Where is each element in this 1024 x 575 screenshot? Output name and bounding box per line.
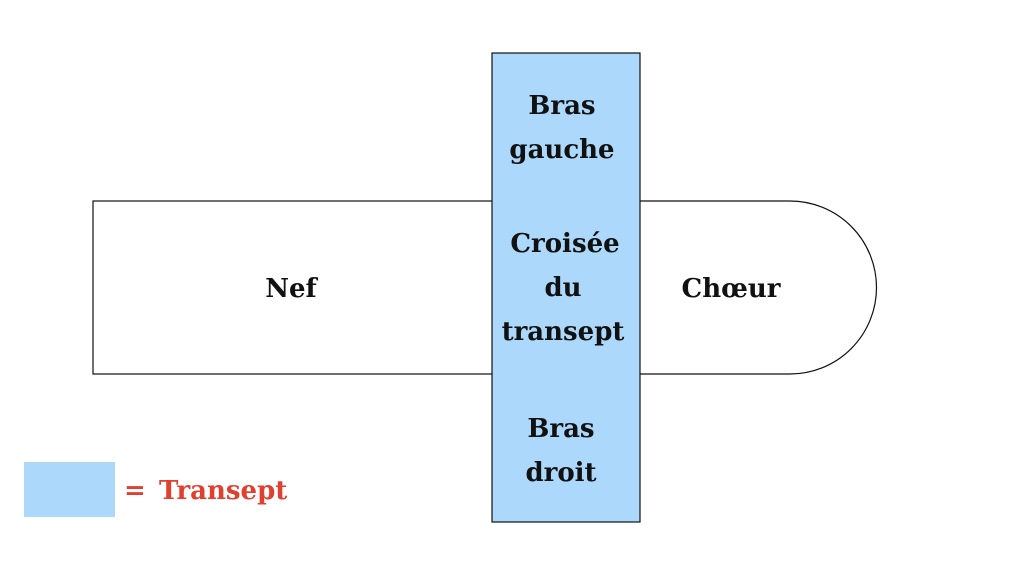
bras-droit-label-line1: Bras	[527, 414, 594, 444]
bras-gauche-label-line1: Bras	[528, 91, 595, 121]
bras-droit-label-line2: droit	[525, 458, 596, 488]
croisee-label-line3: transept	[502, 317, 625, 347]
bras-gauche-label-line2: gauche	[509, 135, 614, 165]
legend-swatch	[24, 462, 115, 517]
legend-label: Transept	[159, 476, 287, 506]
legend-equals: =	[124, 476, 146, 506]
nef-shape	[92, 200, 494, 375]
choeur-shape	[638, 200, 878, 375]
nef-label: Nef	[265, 274, 318, 304]
choeur-label: Chœur	[682, 274, 781, 304]
croisee-label-line1: Croisée	[510, 229, 619, 259]
croisee-label-line2: du	[544, 273, 581, 303]
transept-shape	[491, 52, 641, 523]
